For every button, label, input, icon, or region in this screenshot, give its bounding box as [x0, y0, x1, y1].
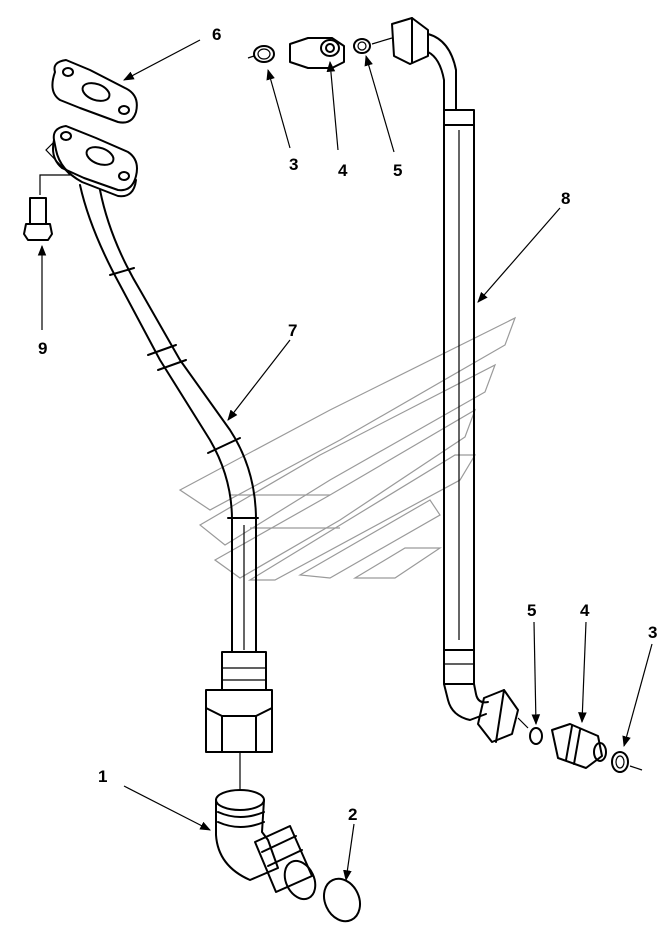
fittings-top [247, 37, 393, 69]
callout-4-bottom: 4 [580, 601, 590, 620]
leader-arrows [37, 39, 653, 882]
callout-3-bottom: 3 [648, 623, 657, 642]
callout-6: 6 [212, 25, 221, 44]
pipe-7 [51, 59, 273, 790]
elbow-fitting-1 [215, 789, 317, 901]
callout-7: 7 [288, 321, 297, 340]
pipe-8 [391, 17, 519, 743]
bolt-9 [23, 141, 72, 241]
callout-8: 8 [561, 189, 570, 208]
callout-4-top: 4 [338, 161, 348, 180]
callout-5-top: 5 [393, 161, 402, 180]
callout-9: 9 [38, 339, 47, 358]
watermark-logo [178, 316, 517, 581]
callout-2: 2 [348, 805, 357, 824]
callout-1: 1 [98, 767, 107, 786]
o-ring-2 [323, 877, 361, 923]
callout-3-top: 3 [289, 155, 298, 174]
callout-5-bottom: 5 [527, 601, 536, 620]
gasket-6 [51, 59, 138, 124]
pipe-flange [52, 125, 138, 198]
fittings-bottom [517, 717, 643, 773]
